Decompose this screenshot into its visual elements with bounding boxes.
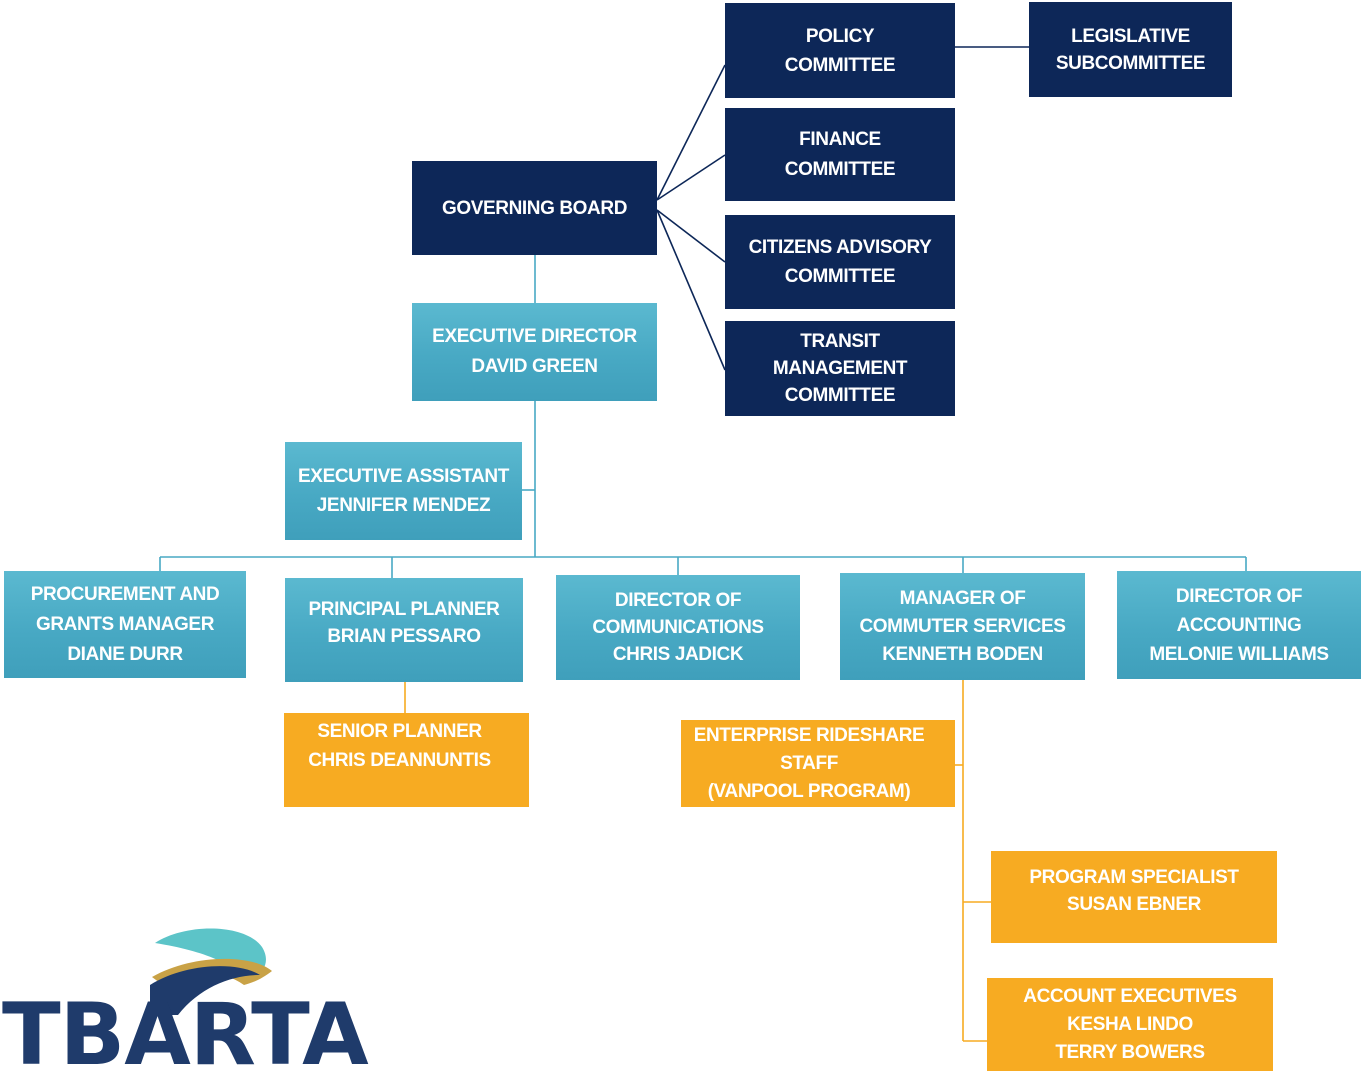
account-executives-name1: KESHA LINDO bbox=[1067, 1013, 1193, 1035]
program-specialist-name: SUSAN EBNER bbox=[1067, 894, 1201, 915]
transit-management-line3: COMMITTEE bbox=[784, 385, 896, 406]
executive-director-title: EXECUTIVE DIRECTOR bbox=[432, 326, 637, 347]
transit-management-committee-box: TRANSIT MANAGEMENT COMMITTEE bbox=[725, 321, 955, 416]
tbarta-logo-text: TBARTA bbox=[2, 985, 369, 1073]
enterprise-rideshare-box: ENTERPRISE RIDESHARE STAFF (VANPOOL PROG… bbox=[681, 720, 955, 807]
procurement-manager-box: PROCUREMENT AND GRANTS MANAGER DIANE DUR… bbox=[4, 571, 246, 678]
finance-committee-box: FINANCE COMMITTEE bbox=[725, 108, 955, 201]
executive-assistant-title: EXECUTIVE ASSISTANT bbox=[298, 466, 509, 487]
governing-board-box: GOVERNING BOARD bbox=[412, 161, 657, 255]
executive-assistant-name: JENNIFER MENDEZ bbox=[316, 495, 491, 516]
transit-management-line2: MANAGEMENT bbox=[772, 358, 908, 379]
connector-board-finance bbox=[656, 154, 726, 201]
legislative-subcommittee-line2: SUBCOMMITTEE bbox=[1055, 52, 1206, 74]
policy-committee-box: POLICY COMMITTEE bbox=[725, 3, 955, 98]
director-accounting-line1: DIRECTOR OF bbox=[1175, 585, 1303, 607]
principal-planner-title: PRINCIPAL PLANNER bbox=[308, 599, 500, 620]
senior-planner-name: CHRIS DEANNUNTIS bbox=[308, 750, 491, 771]
executive-director-box: EXECUTIVE DIRECTOR DAVID GREEN bbox=[412, 303, 657, 401]
senior-planner-box: SENIOR PLANNER CHRIS DEANNUNTIS bbox=[284, 713, 529, 807]
citizens-advisory-line1: CITIZENS ADVISORY bbox=[748, 237, 932, 258]
enterprise-rideshare-line2: STAFF bbox=[780, 752, 838, 774]
program-specialist-title: PROGRAM SPECIALIST bbox=[1029, 867, 1239, 888]
tbarta-logo-mark bbox=[150, 928, 272, 1015]
account-executives-title: ACCOUNT EXECUTIVES bbox=[1023, 985, 1237, 1007]
program-specialist-box: PROGRAM SPECIALIST SUSAN EBNER bbox=[991, 851, 1277, 943]
commuter-services-line2: COMMUTER SERVICES bbox=[859, 615, 1066, 637]
executive-director-name: DAVID GREEN bbox=[471, 356, 598, 377]
legislative-subcommittee-box: LEGISLATIVE SUBCOMMITTEE bbox=[1029, 2, 1232, 97]
director-communications-box: DIRECTOR OF COMMUNICATIONS CHRIS JADICK bbox=[556, 575, 800, 680]
director-communications-name: CHRIS JADICK bbox=[612, 644, 744, 665]
policy-committee-line2: COMMITTEE bbox=[784, 54, 896, 76]
director-accounting-name: MELONIE WILLIAMS bbox=[1149, 643, 1329, 665]
connector-board-policy bbox=[656, 64, 726, 201]
executive-assistant-box: EXECUTIVE ASSISTANT JENNIFER MENDEZ bbox=[285, 442, 522, 540]
account-executives-box: ACCOUNT EXECUTIVES KESHA LINDO TERRY BOW… bbox=[987, 978, 1273, 1071]
connector-board-transit bbox=[656, 209, 726, 371]
governing-board-label: GOVERNING BOARD bbox=[441, 197, 628, 219]
commuter-services-name: KENNETH BODEN bbox=[882, 643, 1043, 665]
principal-planner-box: PRINCIPAL PLANNER BRIAN PESSARO bbox=[285, 578, 523, 682]
director-accounting-box: DIRECTOR OF ACCOUNTING MELONIE WILLIAMS bbox=[1117, 571, 1361, 679]
citizens-advisory-line2: COMMITTEE bbox=[784, 266, 896, 287]
citizens-advisory-committee-box: CITIZENS ADVISORY COMMITTEE bbox=[725, 215, 955, 309]
policy-committee-line1: POLICY bbox=[805, 25, 875, 47]
director-accounting-line2: ACCOUNTING bbox=[1176, 614, 1302, 636]
account-executives-name2: TERRY BOWERS bbox=[1055, 1041, 1205, 1063]
procurement-manager-line1: PROCUREMENT AND bbox=[30, 583, 220, 605]
enterprise-rideshare-line1: ENTERPRISE RIDESHARE bbox=[693, 724, 925, 746]
commuter-services-line1: MANAGER OF bbox=[899, 587, 1026, 609]
procurement-manager-name: DIANE DURR bbox=[67, 643, 183, 665]
finance-committee-line2: COMMITTEE bbox=[784, 158, 896, 180]
finance-committee-line1: FINANCE bbox=[799, 128, 881, 150]
procurement-manager-line2: GRANTS MANAGER bbox=[35, 613, 215, 635]
commuter-services-manager-box: MANAGER OF COMMUTER SERVICES KENNETH BOD… bbox=[840, 573, 1085, 680]
principal-planner-name: BRIAN PESSARO bbox=[327, 626, 481, 647]
transit-management-line1: TRANSIT bbox=[800, 331, 880, 352]
legislative-subcommittee-line1: LEGISLATIVE bbox=[1071, 25, 1190, 47]
director-communications-line1: DIRECTOR OF bbox=[614, 590, 742, 611]
senior-planner-title: SENIOR PLANNER bbox=[317, 721, 482, 742]
director-communications-line2: COMMUNICATIONS bbox=[592, 617, 764, 638]
enterprise-rideshare-line3: (VANPOOL PROGRAM) bbox=[707, 780, 911, 802]
connector-board-citizens bbox=[656, 209, 726, 263]
